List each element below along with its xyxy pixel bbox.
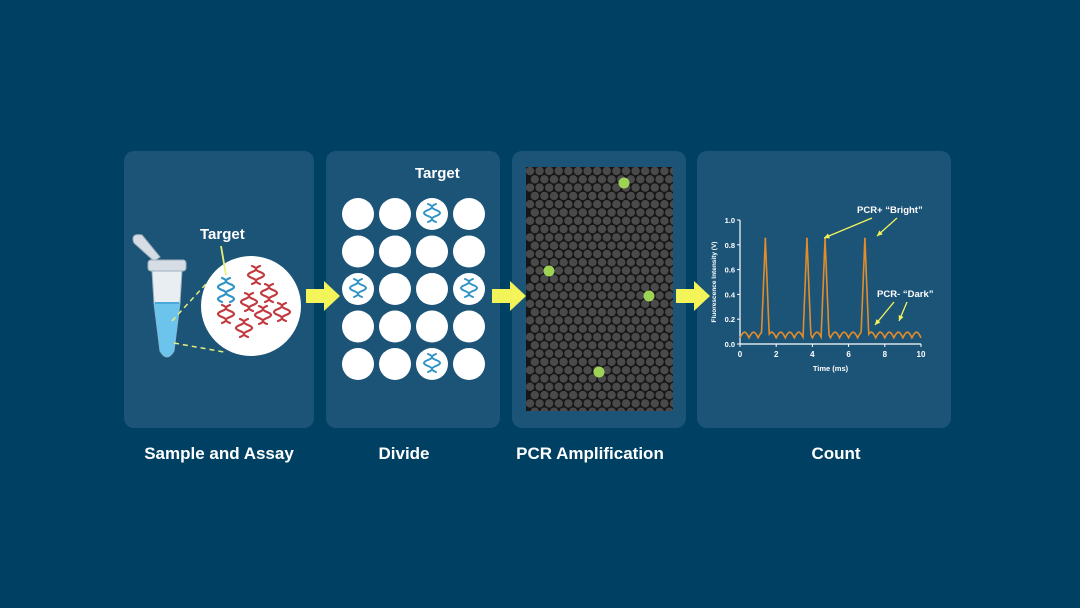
arrow-right-icon: [492, 281, 526, 311]
droplet: [453, 198, 485, 230]
x-tick-label: 2: [774, 350, 779, 359]
target-strand-icon: [216, 276, 236, 304]
x-tick-label: 8: [883, 350, 888, 359]
target-label: Target: [200, 226, 245, 243]
droplet: [453, 348, 485, 380]
target-droplet: [453, 273, 485, 305]
target-droplet: [342, 273, 374, 305]
count-panel: [697, 151, 951, 428]
droplet: [379, 348, 411, 380]
y-tick-label: 1.0: [725, 216, 735, 225]
y-tick-label: 0.0: [725, 340, 735, 349]
bright-peak: [863, 237, 866, 240]
x-axis-label: Time (ms): [813, 364, 849, 373]
sample-illustration: [132, 234, 301, 358]
nontarget-strand-icon: [239, 291, 259, 313]
positive-partition: [543, 265, 555, 277]
x-tick-label: 10: [917, 350, 926, 359]
dark-annotation-arrow: [898, 301, 908, 322]
annotation-bright: PCR+ “Bright”: [857, 205, 923, 216]
droplet: [416, 235, 448, 268]
nontarget-strand-icon: [234, 317, 254, 339]
caption-pcr-amplification: PCR Amplification: [516, 444, 664, 463]
droplet: [342, 348, 374, 380]
droplet: [379, 310, 411, 343]
y-tick-label: 0.6: [725, 266, 735, 275]
nontarget-strand-icon: [246, 264, 266, 286]
partition-wells: [526, 167, 673, 411]
arrow-right-icon: [676, 281, 710, 311]
x-tick-label: 6: [846, 350, 851, 359]
droplet: [416, 273, 448, 305]
droplet: [342, 235, 374, 268]
caption-count: Count: [811, 444, 861, 463]
droplet-grid: [342, 198, 485, 380]
nontarget-strand-icon: [259, 282, 279, 304]
target-pointer: [220, 245, 227, 276]
arrow-right-icon: [306, 281, 340, 311]
droplet: [342, 198, 374, 230]
annotation-dark: PCR- “Dark”: [877, 289, 934, 300]
partition-chip: [526, 167, 673, 411]
bright-annotation-arrow: [876, 217, 898, 237]
droplet: [379, 198, 411, 230]
nontarget-strand-icon: [272, 301, 292, 323]
nontarget-strand-icon: [216, 303, 236, 325]
bright-annotation-arrow: [823, 217, 873, 239]
y-tick-label: 0.2: [725, 315, 735, 324]
droplet: [453, 235, 485, 268]
zoom-line-bottom: [173, 342, 225, 353]
bright-peak: [805, 237, 808, 240]
tube-icon: [132, 234, 187, 358]
caption-sample-and-assay: Sample and Assay: [144, 444, 294, 463]
caption-divide: Divide: [378, 444, 430, 463]
droplet: [379, 235, 411, 268]
positive-partition: [593, 366, 605, 378]
nontarget-strand-icon: [253, 304, 273, 326]
target-droplet: [416, 348, 448, 380]
droplet: [416, 310, 448, 343]
y-tick-label: 0.8: [725, 241, 735, 250]
droplet: [342, 310, 374, 343]
positive-partition: [643, 290, 655, 302]
y-tick-label: 0.4: [725, 290, 736, 299]
y-axis-label: Fluorescence Intensity (V): [711, 242, 718, 323]
x-tick-label: 0: [738, 350, 743, 359]
target-label-divide: Target: [415, 165, 460, 182]
dark-annotation-arrow: [874, 301, 895, 326]
bright-peak: [764, 237, 767, 240]
positive-partition: [618, 177, 630, 189]
fluorescence-trace: [739, 238, 922, 340]
target-droplet: [416, 198, 448, 230]
x-tick-label: 4: [810, 350, 815, 359]
droplet: [453, 310, 485, 343]
droplet: [379, 273, 411, 305]
